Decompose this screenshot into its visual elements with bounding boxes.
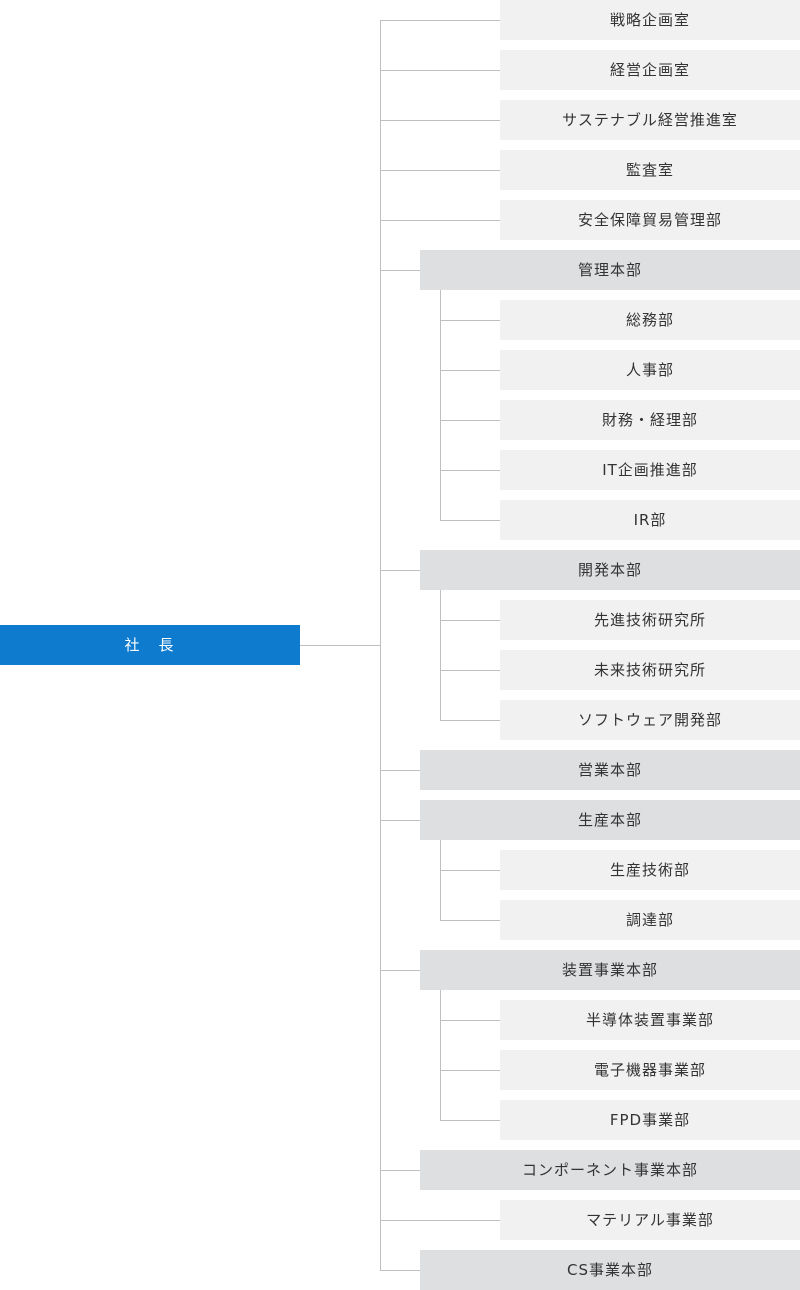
division-box: CS事業本部 [420, 1250, 800, 1290]
trunk-connector [380, 220, 500, 221]
sub-department-box: 先進技術研究所 [500, 600, 800, 640]
trunk-connector [380, 570, 420, 571]
sub-department-box: IT企画推進部 [500, 450, 800, 490]
division-box: 装置事業本部 [420, 950, 800, 990]
ceo-box: 社 長 [0, 625, 300, 665]
sub-connector [440, 320, 500, 321]
sub-connector [440, 620, 500, 621]
sub-trunk-line [440, 290, 441, 521]
trunk-connector [380, 120, 500, 121]
sub-trunk-line [440, 590, 441, 721]
division-box: コンポーネント事業本部 [420, 1150, 800, 1190]
department-box: サステナブル経営推進室 [500, 100, 800, 140]
trunk-connector [380, 1170, 420, 1171]
sub-connector [440, 1070, 500, 1071]
department-box: 監査室 [500, 150, 800, 190]
sub-department-box: 財務・経理部 [500, 400, 800, 440]
trunk-connector [380, 770, 420, 771]
department-box: 経営企画室 [500, 50, 800, 90]
sub-department-box: 電子機器事業部 [500, 1050, 800, 1090]
sub-trunk-line [440, 840, 441, 921]
sub-connector [440, 520, 500, 521]
department-box: マテリアル事業部 [500, 1200, 800, 1240]
sub-trunk-line [440, 990, 441, 1121]
division-box: 開発本部 [420, 550, 800, 590]
sub-connector [440, 1120, 500, 1121]
sub-connector [440, 420, 500, 421]
sub-department-box: FPD事業部 [500, 1100, 800, 1140]
sub-department-box: 生産技術部 [500, 850, 800, 890]
sub-connector [440, 670, 500, 671]
division-box: 管理本部 [420, 250, 800, 290]
trunk-connector [380, 270, 420, 271]
trunk-connector [380, 70, 500, 71]
department-box: 安全保障貿易管理部 [500, 200, 800, 240]
sub-department-box: ソフトウェア開発部 [500, 700, 800, 740]
sub-connector [440, 720, 500, 721]
sub-connector [440, 1020, 500, 1021]
sub-department-box: 調達部 [500, 900, 800, 940]
trunk-connector [380, 1220, 500, 1221]
trunk-connector [380, 20, 500, 21]
sub-connector [440, 920, 500, 921]
sub-connector [440, 470, 500, 471]
sub-department-box: IR部 [500, 500, 800, 540]
trunk-connector [380, 970, 420, 971]
sub-connector [440, 370, 500, 371]
sub-department-box: 総務部 [500, 300, 800, 340]
division-box: 生産本部 [420, 800, 800, 840]
main-trunk-line [380, 20, 381, 1271]
division-box: 営業本部 [420, 750, 800, 790]
trunk-connector [380, 820, 420, 821]
sub-department-box: 人事部 [500, 350, 800, 390]
trunk-connector [380, 1270, 420, 1271]
department-box: 戦略企画室 [500, 0, 800, 40]
ceo-connector [300, 645, 380, 646]
sub-department-box: 未来技術研究所 [500, 650, 800, 690]
trunk-connector [380, 170, 500, 171]
sub-connector [440, 870, 500, 871]
sub-department-box: 半導体装置事業部 [500, 1000, 800, 1040]
